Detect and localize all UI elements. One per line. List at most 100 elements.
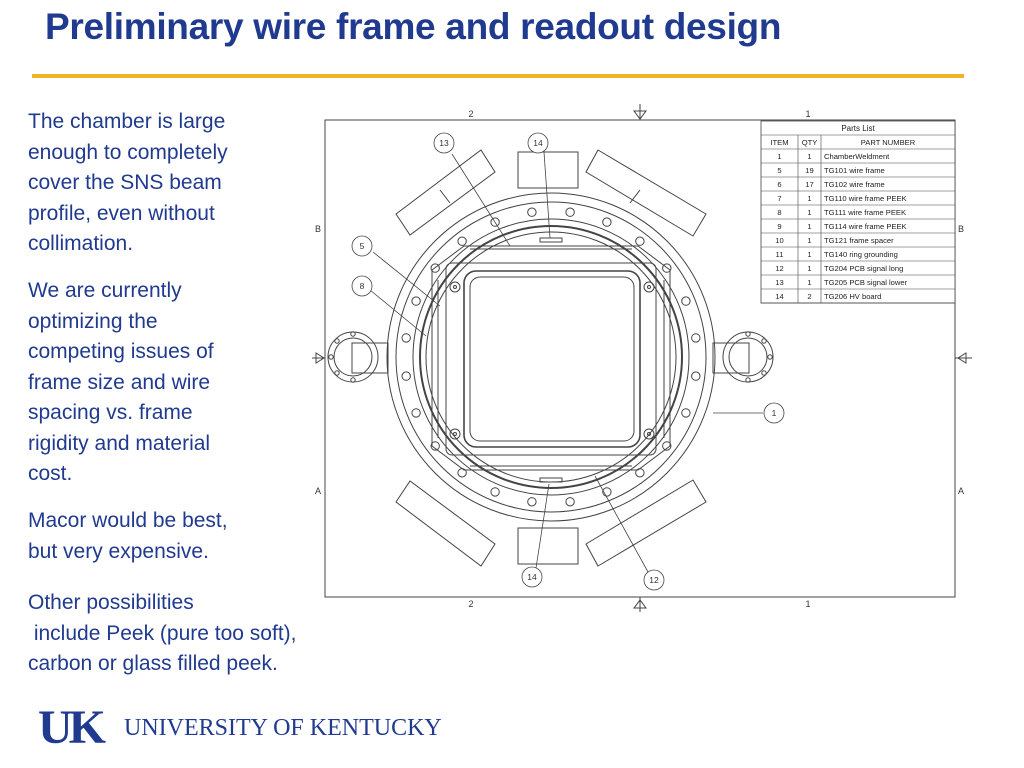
callout-5 bbox=[351, 235, 373, 257]
parts-part-cell: TG205 PCB signal lower bbox=[824, 278, 908, 287]
bolt-hole bbox=[565, 497, 575, 507]
text-line: spacing vs. frame bbox=[28, 401, 193, 424]
zone-label-1-bottom: 1 bbox=[805, 599, 810, 609]
text-line: collimation. bbox=[28, 232, 134, 255]
side-panel-top-right bbox=[585, 149, 707, 237]
callout-label: 1 bbox=[772, 408, 777, 418]
center-mark-top-icon bbox=[633, 110, 647, 120]
text-line: competing issues of bbox=[28, 340, 214, 363]
bolt-hole bbox=[662, 263, 672, 273]
title-underline bbox=[32, 74, 964, 78]
callout-label: 14 bbox=[533, 138, 543, 148]
parts-part-cell: ChamberWeldment bbox=[824, 152, 890, 161]
callout-label: 14 bbox=[527, 572, 537, 582]
wire-frame-drawing: 13 14 5 8 1 14 12 2 1 2 1 B B A A Parts … bbox=[312, 104, 972, 612]
center-mark-right-icon bbox=[957, 352, 967, 364]
bolt-hole bbox=[411, 296, 421, 306]
text-line: Other possibilities bbox=[28, 591, 194, 614]
side-panel-top-left bbox=[395, 149, 496, 236]
parts-item-cell: 9 bbox=[777, 222, 781, 231]
parts-list-title: Parts List bbox=[841, 124, 875, 133]
zone-label-2-bottom: 2 bbox=[468, 599, 473, 609]
chamber-ring-inner bbox=[419, 225, 683, 489]
parts-item-cell: 1 bbox=[777, 152, 781, 161]
bolt-hole bbox=[681, 296, 691, 306]
parts-part-cell: TG114 wire frame PEEK bbox=[824, 222, 907, 231]
bolt-hole bbox=[681, 408, 691, 418]
parts-qty-cell: 1 bbox=[807, 152, 811, 161]
zone-label-b-right: B bbox=[958, 224, 964, 234]
parts-qty-cell: 1 bbox=[807, 194, 811, 203]
parts-item-cell: 10 bbox=[775, 236, 783, 245]
zone-label-a-left: A bbox=[315, 486, 321, 496]
side-panel-bottom-right bbox=[585, 479, 707, 567]
bolt-hole bbox=[527, 207, 537, 217]
bolt-hole bbox=[602, 487, 612, 497]
bolt-hole bbox=[457, 468, 467, 478]
port-top bbox=[517, 151, 579, 189]
parts-part-cell: TG102 wire frame bbox=[824, 180, 885, 189]
parts-part-cell: TG101 wire frame bbox=[824, 166, 885, 175]
parts-qty-cell: 1 bbox=[807, 278, 811, 287]
bolt-hole bbox=[430, 441, 440, 451]
center-mark-left-icon bbox=[315, 352, 325, 364]
parts-qty-cell: 1 bbox=[807, 250, 811, 259]
bolt-hole bbox=[490, 217, 500, 227]
text-line: rigidity and material bbox=[28, 431, 211, 455]
bolt-hole bbox=[565, 207, 575, 217]
parts-qty-cell: 17 bbox=[805, 180, 813, 189]
flange-right bbox=[712, 331, 774, 383]
parts-part-cell: TG121 frame spacer bbox=[824, 236, 894, 245]
bolt-hole bbox=[635, 468, 645, 478]
zone-label-2-top: 2 bbox=[468, 109, 473, 119]
parts-part-cell: TG110 wire frame PEEK bbox=[824, 194, 907, 203]
callout-label: 13 bbox=[439, 138, 449, 148]
bolt-hole bbox=[401, 371, 411, 381]
parts-item-cell: 6 bbox=[777, 180, 781, 189]
callout-label: 5 bbox=[360, 241, 365, 251]
port-bottom bbox=[517, 527, 579, 565]
text-line: carbon or glass filled peek. bbox=[28, 652, 278, 675]
frame-outer-square bbox=[445, 262, 657, 456]
callout-1 bbox=[763, 402, 785, 424]
bolt-hole bbox=[411, 408, 421, 418]
parts-item-cell: 5 bbox=[777, 166, 781, 175]
chamber-flange-outer bbox=[386, 192, 716, 522]
callout-14-bottom bbox=[521, 566, 543, 588]
callout-12 bbox=[643, 569, 665, 591]
frame-octagon bbox=[431, 245, 671, 471]
parts-qty-cell: 1 bbox=[807, 264, 811, 273]
side-panel-bottom-left bbox=[395, 480, 496, 567]
bolt-hole bbox=[635, 236, 645, 246]
callout-label: 8 bbox=[360, 281, 365, 291]
parts-qty-cell: 1 bbox=[807, 222, 811, 231]
parts-qty-cell: 1 bbox=[807, 208, 811, 217]
parts-qty-cell: 1 bbox=[807, 236, 811, 245]
parts-item-cell: 13 bbox=[775, 278, 783, 287]
frame-window bbox=[463, 270, 641, 448]
bolt-hole bbox=[490, 487, 500, 497]
parts-item-cell: 7 bbox=[777, 194, 781, 203]
bolt-hole bbox=[691, 333, 701, 343]
slide-title: Preliminary wire frame and readout desig… bbox=[45, 6, 782, 47]
callout-8 bbox=[351, 275, 373, 297]
paragraph-possibilities: Other possibilities include Peek (pure t… bbox=[28, 588, 388, 680]
parts-qty-cell: 2 bbox=[807, 292, 811, 301]
center-mark-bottom-icon bbox=[633, 599, 647, 609]
parts-item-cell: 8 bbox=[777, 208, 781, 217]
zone-label-1-top: 1 bbox=[805, 109, 810, 119]
text-line: The chamber is large bbox=[28, 110, 226, 133]
callout-label: 12 bbox=[649, 575, 659, 585]
text-line: profile, even without bbox=[28, 201, 215, 225]
university-name: UNIVERSITY OF KENTUCKY bbox=[124, 715, 442, 741]
parts-item-cell: 11 bbox=[776, 250, 784, 259]
text-line: cover the SNS beam bbox=[28, 171, 222, 194]
parts-header-item: ITEM bbox=[770, 138, 788, 147]
uk-logo-mark: UK bbox=[38, 701, 106, 754]
bolt-hole bbox=[430, 263, 440, 273]
text-line: include Peek (pure too soft), bbox=[28, 621, 297, 645]
parts-item-cell: 12 bbox=[775, 264, 783, 273]
text-line: We are currently bbox=[28, 279, 182, 302]
text-line: enough to completely bbox=[28, 140, 228, 164]
flange-bolt-holes bbox=[401, 207, 701, 507]
